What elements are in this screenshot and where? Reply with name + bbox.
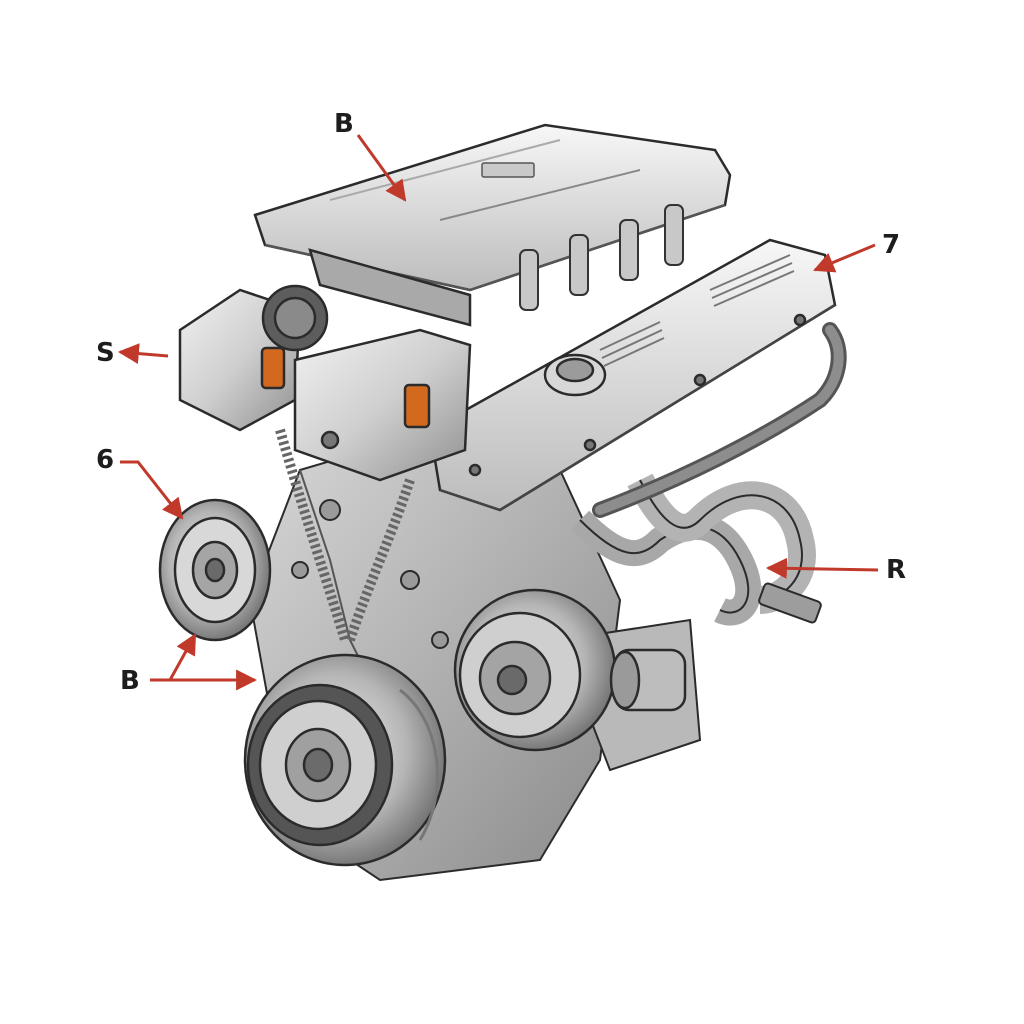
callout-label-right-mid: R bbox=[886, 555, 907, 585]
braided-hose-left bbox=[275, 428, 350, 642]
valve-cover bbox=[428, 238, 837, 512]
callout-label-left-bottom: B bbox=[120, 666, 140, 696]
upper-pulley bbox=[158, 498, 272, 642]
arrow-top bbox=[356, 134, 407, 202]
alternator bbox=[453, 588, 687, 752]
callout-label-left-mid: 6 bbox=[96, 445, 115, 475]
braided-hose-right bbox=[345, 478, 415, 642]
center-housing bbox=[293, 328, 472, 482]
arrow-left-bottom bbox=[150, 633, 197, 682]
arrow-right-mid bbox=[765, 557, 879, 579]
exhaust-manifold bbox=[570, 473, 822, 626]
throttle-housing bbox=[178, 284, 329, 432]
crank-pulley bbox=[243, 653, 447, 867]
callout-label-top: B bbox=[334, 109, 354, 139]
callout-label-left-top: S bbox=[96, 338, 115, 368]
arrow-right-top bbox=[813, 243, 876, 273]
arrow-left-top bbox=[117, 343, 169, 365]
callout-arrows bbox=[117, 134, 879, 691]
intake-plenum bbox=[253, 123, 732, 327]
callout-label-right-top: 7 bbox=[882, 230, 901, 260]
arrow-left-mid bbox=[120, 460, 184, 520]
